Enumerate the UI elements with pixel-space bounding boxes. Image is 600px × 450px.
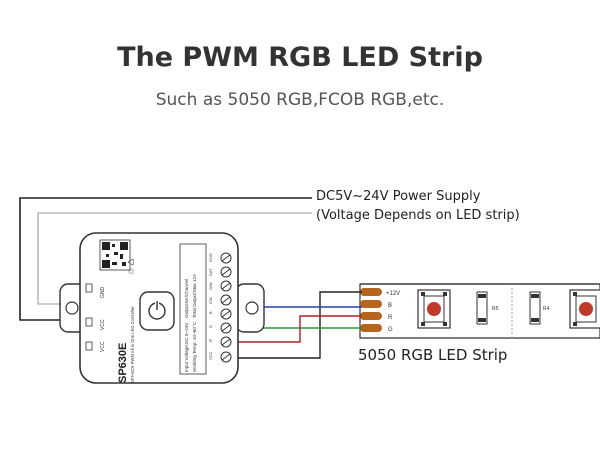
wire-12v xyxy=(232,291,362,359)
controller: GND VCC VCC ♲ ♺ SP630E SPI+6CH PWM All i… xyxy=(59,232,265,384)
left-pin-label: VCC xyxy=(100,319,106,330)
terminal-label: CW xyxy=(208,297,213,304)
pad-b xyxy=(360,300,382,308)
terminal-label: WW xyxy=(208,282,213,290)
spec-line: Input Voltage:DC 5~24V xyxy=(184,322,189,372)
terminal-label: VCC xyxy=(208,351,213,360)
strip-label: 5050 RGB LED Strip xyxy=(358,346,508,364)
pad-label-g: G xyxy=(388,327,393,333)
wire-red xyxy=(232,315,362,343)
recycle-icon: ♲ ♺ xyxy=(127,258,136,275)
terminal-label: GND xyxy=(208,253,213,262)
resistor-r5: R5 xyxy=(476,291,499,325)
resistor-label-r4: R4 xyxy=(543,306,550,312)
terminal-label: R xyxy=(208,339,213,342)
controller-model: SP630E xyxy=(117,343,129,383)
pad-label-r: R xyxy=(388,315,393,321)
power-wire-grey xyxy=(37,212,312,305)
power-button[interactable] xyxy=(139,291,175,331)
resistor-label-r5: R5 xyxy=(492,306,499,312)
pad-12v xyxy=(360,288,382,296)
power-supply-note: DC5V~24V Power Supply (Voltage Depends o… xyxy=(316,187,520,225)
terminal-label: B xyxy=(208,311,213,314)
power-supply-line1: DC5V~24V Power Supply xyxy=(316,189,481,204)
spec-line: Working Temp:-10~60°C xyxy=(192,321,197,372)
pad-r xyxy=(360,312,382,320)
led-strip: +12V B R G R5 R4 xyxy=(359,283,600,339)
spec-line: Output:6A/Channel xyxy=(184,279,189,318)
resistor-r4: R4 xyxy=(529,291,550,325)
spec-line: Total Output:Max 12A xyxy=(192,273,197,318)
pad-g xyxy=(360,324,382,332)
diagram-title: The PWM RGB LED Strip xyxy=(117,42,483,73)
terminal-label: G xyxy=(208,325,213,328)
pad-label-12v: +12V xyxy=(386,291,400,297)
qr-code xyxy=(99,239,131,271)
led-chip xyxy=(569,289,600,329)
diagram-subtitle: Such as 5050 RGB,FCOB RGB,etc. xyxy=(155,90,445,110)
power-wire-black xyxy=(19,197,312,321)
controller-description: SPI+6CH PWM All in One LED Controller xyxy=(130,306,135,383)
power-supply-line2: (Voltage Depends on LED strip) xyxy=(316,208,520,223)
pad-label-b: B xyxy=(388,303,392,309)
spec-panel xyxy=(179,243,207,375)
left-pin-label: GND xyxy=(100,287,106,299)
left-pin-label: VCC xyxy=(100,341,106,352)
terminal-label: DAT xyxy=(208,268,213,276)
terminal-block xyxy=(220,252,232,363)
led-chip xyxy=(417,289,451,329)
